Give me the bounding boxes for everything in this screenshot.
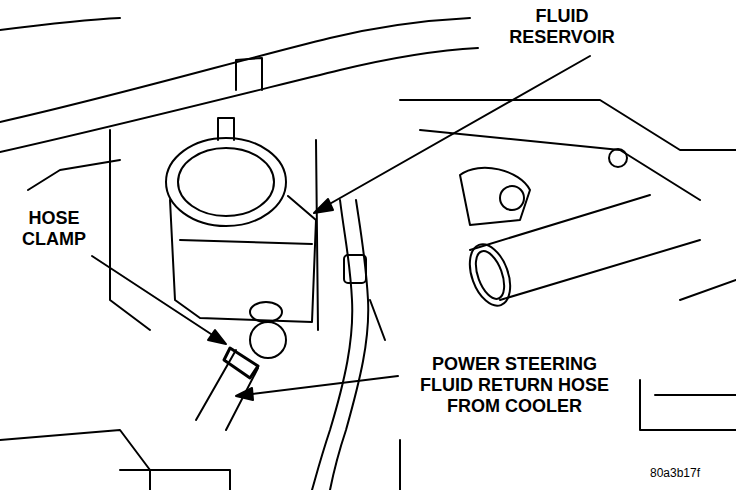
frame-line	[399, 440, 401, 490]
return-hose	[196, 350, 236, 420]
reservoir-cap	[178, 148, 274, 216]
frame-line	[640, 380, 736, 430]
leader-line	[252, 376, 398, 394]
frame-line	[655, 394, 736, 396]
elbow-fitting	[250, 302, 282, 322]
reservoir-body	[180, 240, 312, 244]
reservoir-cap	[166, 138, 286, 226]
return-hose	[226, 368, 258, 430]
reservoir-body	[170, 196, 316, 322]
bracket	[236, 58, 262, 90]
figure-code: 80a3b17f	[648, 466, 732, 480]
frame-line	[120, 470, 230, 490]
pipe-opening	[470, 247, 510, 302]
elbow-fitting	[250, 322, 286, 358]
part-label: FLUID RESERVOIR	[500, 6, 624, 48]
frame-line	[0, 18, 120, 30]
pipe-opening	[462, 239, 518, 311]
connector	[344, 255, 366, 283]
bolt	[500, 186, 524, 210]
wire	[370, 300, 385, 340]
leader-line	[326, 56, 590, 206]
bolt	[609, 149, 627, 167]
bracket	[460, 168, 530, 225]
reservoir-edge	[316, 140, 318, 330]
engine-outline	[400, 100, 736, 150]
frame-line	[680, 280, 736, 300]
arrowhead	[236, 388, 253, 400]
pipe	[470, 195, 650, 250]
frame-line	[110, 130, 150, 330]
wire-harness	[312, 200, 352, 490]
frame-line	[0, 430, 150, 490]
arrowhead	[314, 199, 333, 213]
cap-stem	[218, 118, 234, 140]
arrowhead	[208, 330, 226, 344]
hose-outline	[0, 18, 470, 122]
hose-clamp	[224, 348, 258, 378]
part-label: POWER STEERING FLUID RETURN HOSE FROM CO…	[405, 354, 624, 417]
part-label: HOSE CLAMP	[17, 208, 91, 250]
leader-line	[92, 256, 214, 336]
frame-line	[28, 160, 120, 190]
pipe	[500, 240, 700, 300]
wire-harness	[330, 200, 368, 490]
